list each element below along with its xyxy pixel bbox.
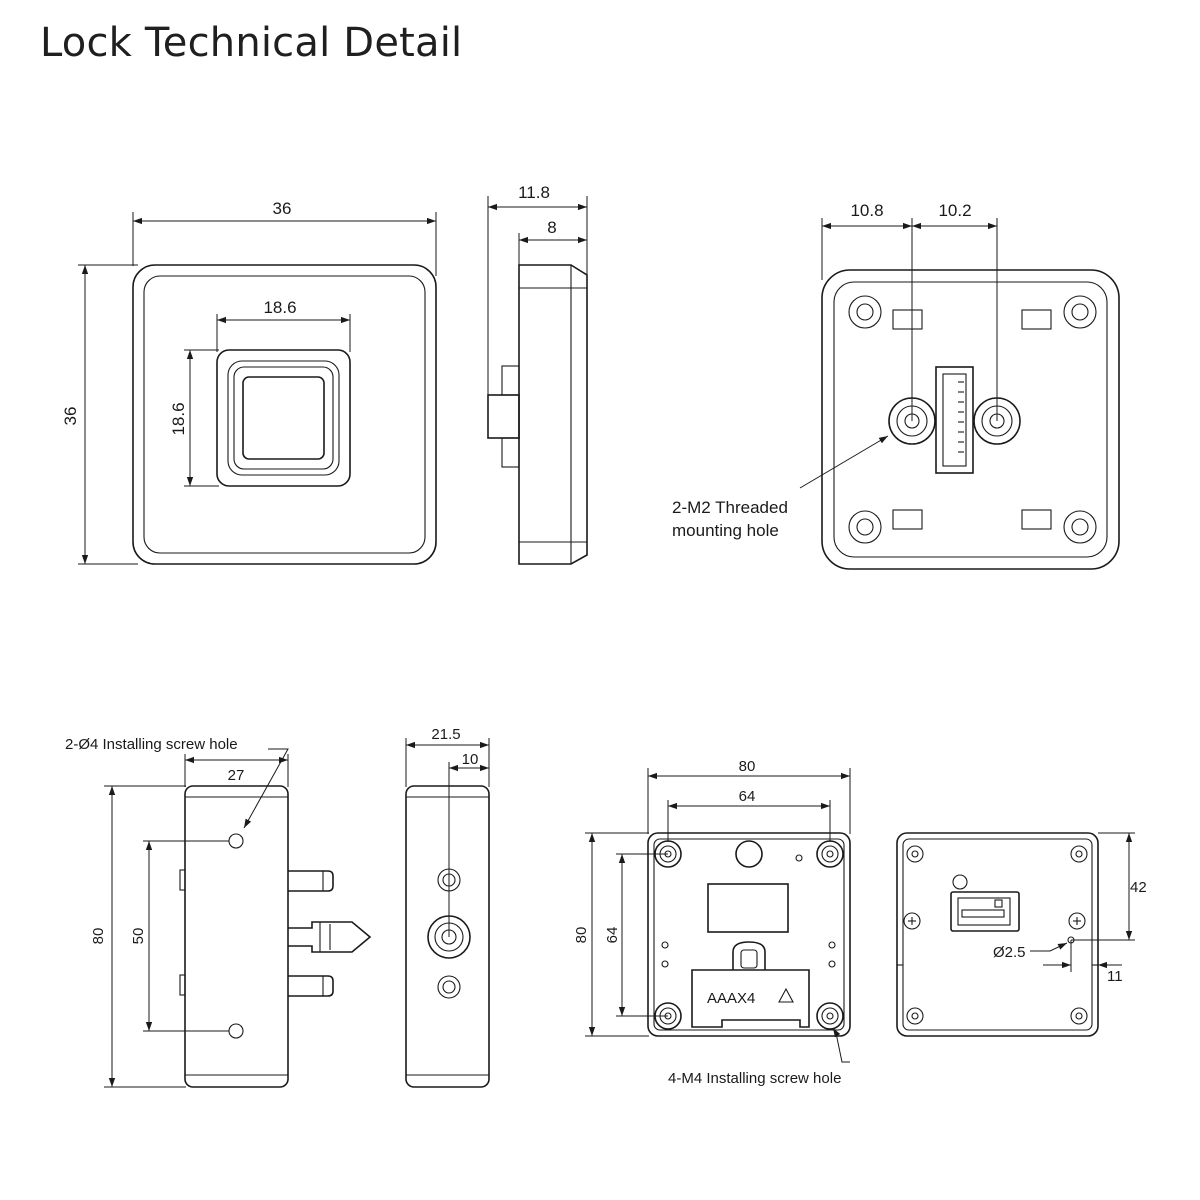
strike-height-label: 80 (90, 928, 107, 945)
battery-width-label: 80 (739, 758, 756, 775)
front-height-label: 36 (61, 407, 80, 426)
side-body-depth-label: 8 (547, 218, 556, 237)
connector-offset-y-label: 42 (1130, 879, 1147, 896)
rear-spacing-left-label: 10.8 (850, 201, 883, 220)
page-title: Lock Technical Detail (40, 20, 463, 66)
strike-hole-spacing-label: 50 (130, 928, 147, 945)
battery-height-label: 80 (573, 927, 590, 944)
side-total-depth-label: 11.8 (518, 183, 550, 202)
rear-spacing-right-label: 10.2 (938, 201, 971, 220)
rear-view: 10.8 10.2 2-M2 Threaded mounting hole (672, 201, 1120, 570)
battery-hole-label: 4-M4 Installing screw hole (668, 1070, 841, 1087)
strike-width-label: 27 (228, 767, 245, 784)
connector-view: 42 Ø2.5 11 (896, 832, 1147, 1037)
battery-view: AAAX4 80 64 80 64 4-M4 Installing screw … (573, 758, 851, 1087)
threaded-hole-label-1: 2-M2 Threaded (672, 498, 788, 517)
front-width-label: 36 (273, 199, 292, 218)
button-width-label: 18.6 (263, 298, 296, 317)
strike-side-view: 27 80 50 2-Ø4 Installing screw hole (65, 736, 372, 1088)
connector-pins (958, 381, 964, 453)
button-height-label: 18.6 (169, 402, 188, 435)
strike-edge-offset-label: 10 (462, 751, 479, 768)
battery-hole-spacing-x-label: 64 (739, 788, 756, 805)
battery-label: AAAX4 (707, 990, 755, 1007)
battery-hole-spacing-y-label: 64 (604, 927, 621, 944)
connector-hole-diameter-label: Ø2.5 (993, 944, 1026, 961)
side-view: 11.8 8 (487, 183, 588, 565)
strike-hole-label: 2-Ø4 Installing screw hole (65, 736, 238, 753)
strike-edge-view: 21.5 10 (405, 726, 490, 1088)
connector-offset-x-label: 11 (1107, 968, 1123, 985)
threaded-hole-label-2: mounting hole (672, 521, 779, 540)
strike-edge-depth-label: 21.5 (431, 726, 460, 743)
front-view: 36 36 18.6 18.6 (61, 199, 437, 565)
